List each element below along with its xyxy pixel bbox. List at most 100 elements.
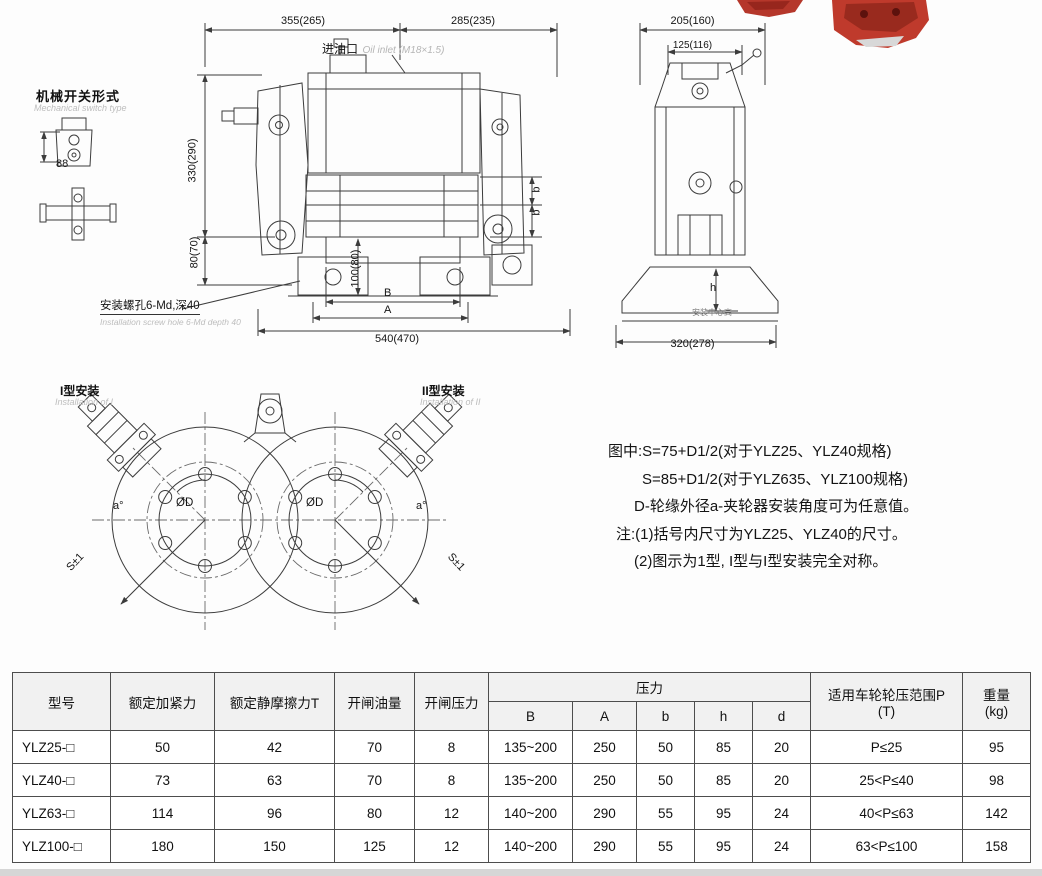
value-cell: 140~200 [488,829,573,863]
col-header-wheel-range-line1: 适用车轮轮压范围P [828,688,946,703]
dia-label-left: ØD [176,497,194,509]
spec-table: 型号 额定加紧力 额定静摩擦力T 开闸油量 开闸压力 压力 适用车轮轮压范围P … [12,672,1032,863]
value-cell: 63 [214,763,335,797]
model-cell: YLZ63-□ [12,796,111,830]
header-row-1: 型号 额定加紧力 额定静摩擦力T 开闸油量 开闸压力 压力 适用车轮轮压范围P … [12,672,1032,731]
col-header-pressure-group: 压力 [487,672,812,702]
value-cell: 8 [414,730,489,764]
col-header-open-pressure: 开闸压力 [414,672,489,731]
model-cell: YLZ40-□ [12,763,111,797]
value-cell: 63<P≤100 [810,829,964,863]
center-height-note: 安装中心高 [692,308,732,317]
dim-side-width2: 125(116) [672,40,713,51]
side-view-drawing [615,23,779,348]
mech-switch-title: 机械开关形式 [36,89,121,104]
oil-inlet-label-en: Oil inlet (M18×1.5) [362,45,445,56]
value-cell: 95 [694,796,753,830]
col-header-b: b [636,701,695,731]
oil-inlet-label: 进油口 Oil inlet (M18×1.5) [322,40,444,58]
col-header-h: h [694,701,753,731]
dim-base-width: 320(278) [670,338,715,350]
value-cell: 25<P≤40 [810,763,964,797]
install-type1-title: I型安装 [60,384,100,398]
value-cell: 95 [694,829,753,863]
mech-switch-dim-88: 88 [56,158,69,170]
dim-h-label: h [710,282,717,294]
note-line-3: D-轮缘外径a-夹轮器安装角度可为任意值。 [634,498,919,515]
value-cell: 135~200 [488,763,573,797]
col-header-d: d [751,701,812,731]
col-header-oil-volume: 开闸油量 [334,672,415,731]
header-row-2: B A b h d [13,701,1031,731]
value-cell: 42 [214,730,335,764]
value-cell: 24 [751,796,812,830]
value-cell: 70 [334,763,415,797]
value-cell: 70 [334,730,415,764]
value-cell: 40<P≤63 [810,796,964,830]
value-cell: 24 [751,829,812,863]
value-cell: 290 [572,829,637,863]
dim-width-left: 355(265) [280,15,326,27]
dim-inner-height: 100(80) [349,249,362,288]
angle-label-right: a° [416,500,427,512]
value-cell: 55 [636,796,695,830]
value-cell: 290 [572,796,637,830]
value-cell: 8 [414,763,489,797]
value-cell: 114 [110,796,215,830]
value-cell: 20 [751,763,812,797]
value-cell: 250 [572,730,637,764]
installation-view-drawing [77,393,463,630]
scan-edge [0,869,1042,876]
value-cell: 50 [636,763,695,797]
dim-b-upper: b [530,186,543,193]
screw-hole-note: 安装螺孔6-Md,深40 [100,300,200,315]
install-type2-subtitle: Installation of II [420,397,481,407]
dim-height-upper: 330(290) [186,138,199,183]
value-cell: 55 [636,829,695,863]
dim-total-width: 540(470) [374,333,420,345]
col-header-B: B [488,701,573,731]
col-header-A: A [572,701,637,731]
mech-switch-subtitle: Mechanical switch type [34,103,127,113]
notes-block: 图中:S=75+D1/2(对于YLZ25、YLZ40规格) S=85+D1/2(… [608,438,1036,576]
value-cell: 158 [962,829,1032,863]
value-cell: 20 [751,730,812,764]
spec-table-head: 型号 额定加紧力 额定静摩擦力T 开闸油量 开闸压力 压力 适用车轮轮压范围P … [12,672,1032,731]
col-header-weight-line1: 重量 [983,688,1011,703]
value-cell: 12 [414,829,489,863]
dim-side-width: 205(160) [670,15,715,27]
dim-height-lower: 80(70) [188,236,201,269]
col-header-model: 型号 [12,672,111,731]
dim-A-label: A [384,304,392,316]
value-cell: 73 [110,763,215,797]
value-cell: 50 [636,730,695,764]
value-cell: 96 [214,796,335,830]
value-cell: 80 [334,796,415,830]
dim-b-lower: b [530,209,543,216]
note-line-4: 注:(1)括号内尺寸为YLZ25、YLZ40的尺寸。 [616,525,907,543]
oil-inlet-label-cn: 进油口 [322,42,359,56]
col-header-static-friction: 额定静摩擦力T [214,672,335,731]
dim-width-right: 285(235) [450,15,496,27]
value-cell: 135~200 [488,730,573,764]
value-cell: 150 [214,829,335,863]
dim-B-label: B [384,287,392,299]
product-photo-small [737,0,803,17]
value-cell: 140~200 [488,796,573,830]
install-type1-subtitle: Installation of I [55,397,114,407]
value-cell: 50 [110,730,215,764]
col-header-weight: 重量 (kg) [962,672,1032,731]
col-header-weight-line2: (kg) [984,704,1009,719]
value-cell: 95 [962,730,1032,764]
value-cell: 250 [572,763,637,797]
mechanical-switch-drawing [39,117,117,241]
angle-label-left: a° [113,500,124,512]
value-cell: 180 [110,829,215,863]
value-cell: 125 [334,829,415,863]
note-line-5: (2)图示为1型, I型与I型安装完全对称。 [634,553,888,570]
